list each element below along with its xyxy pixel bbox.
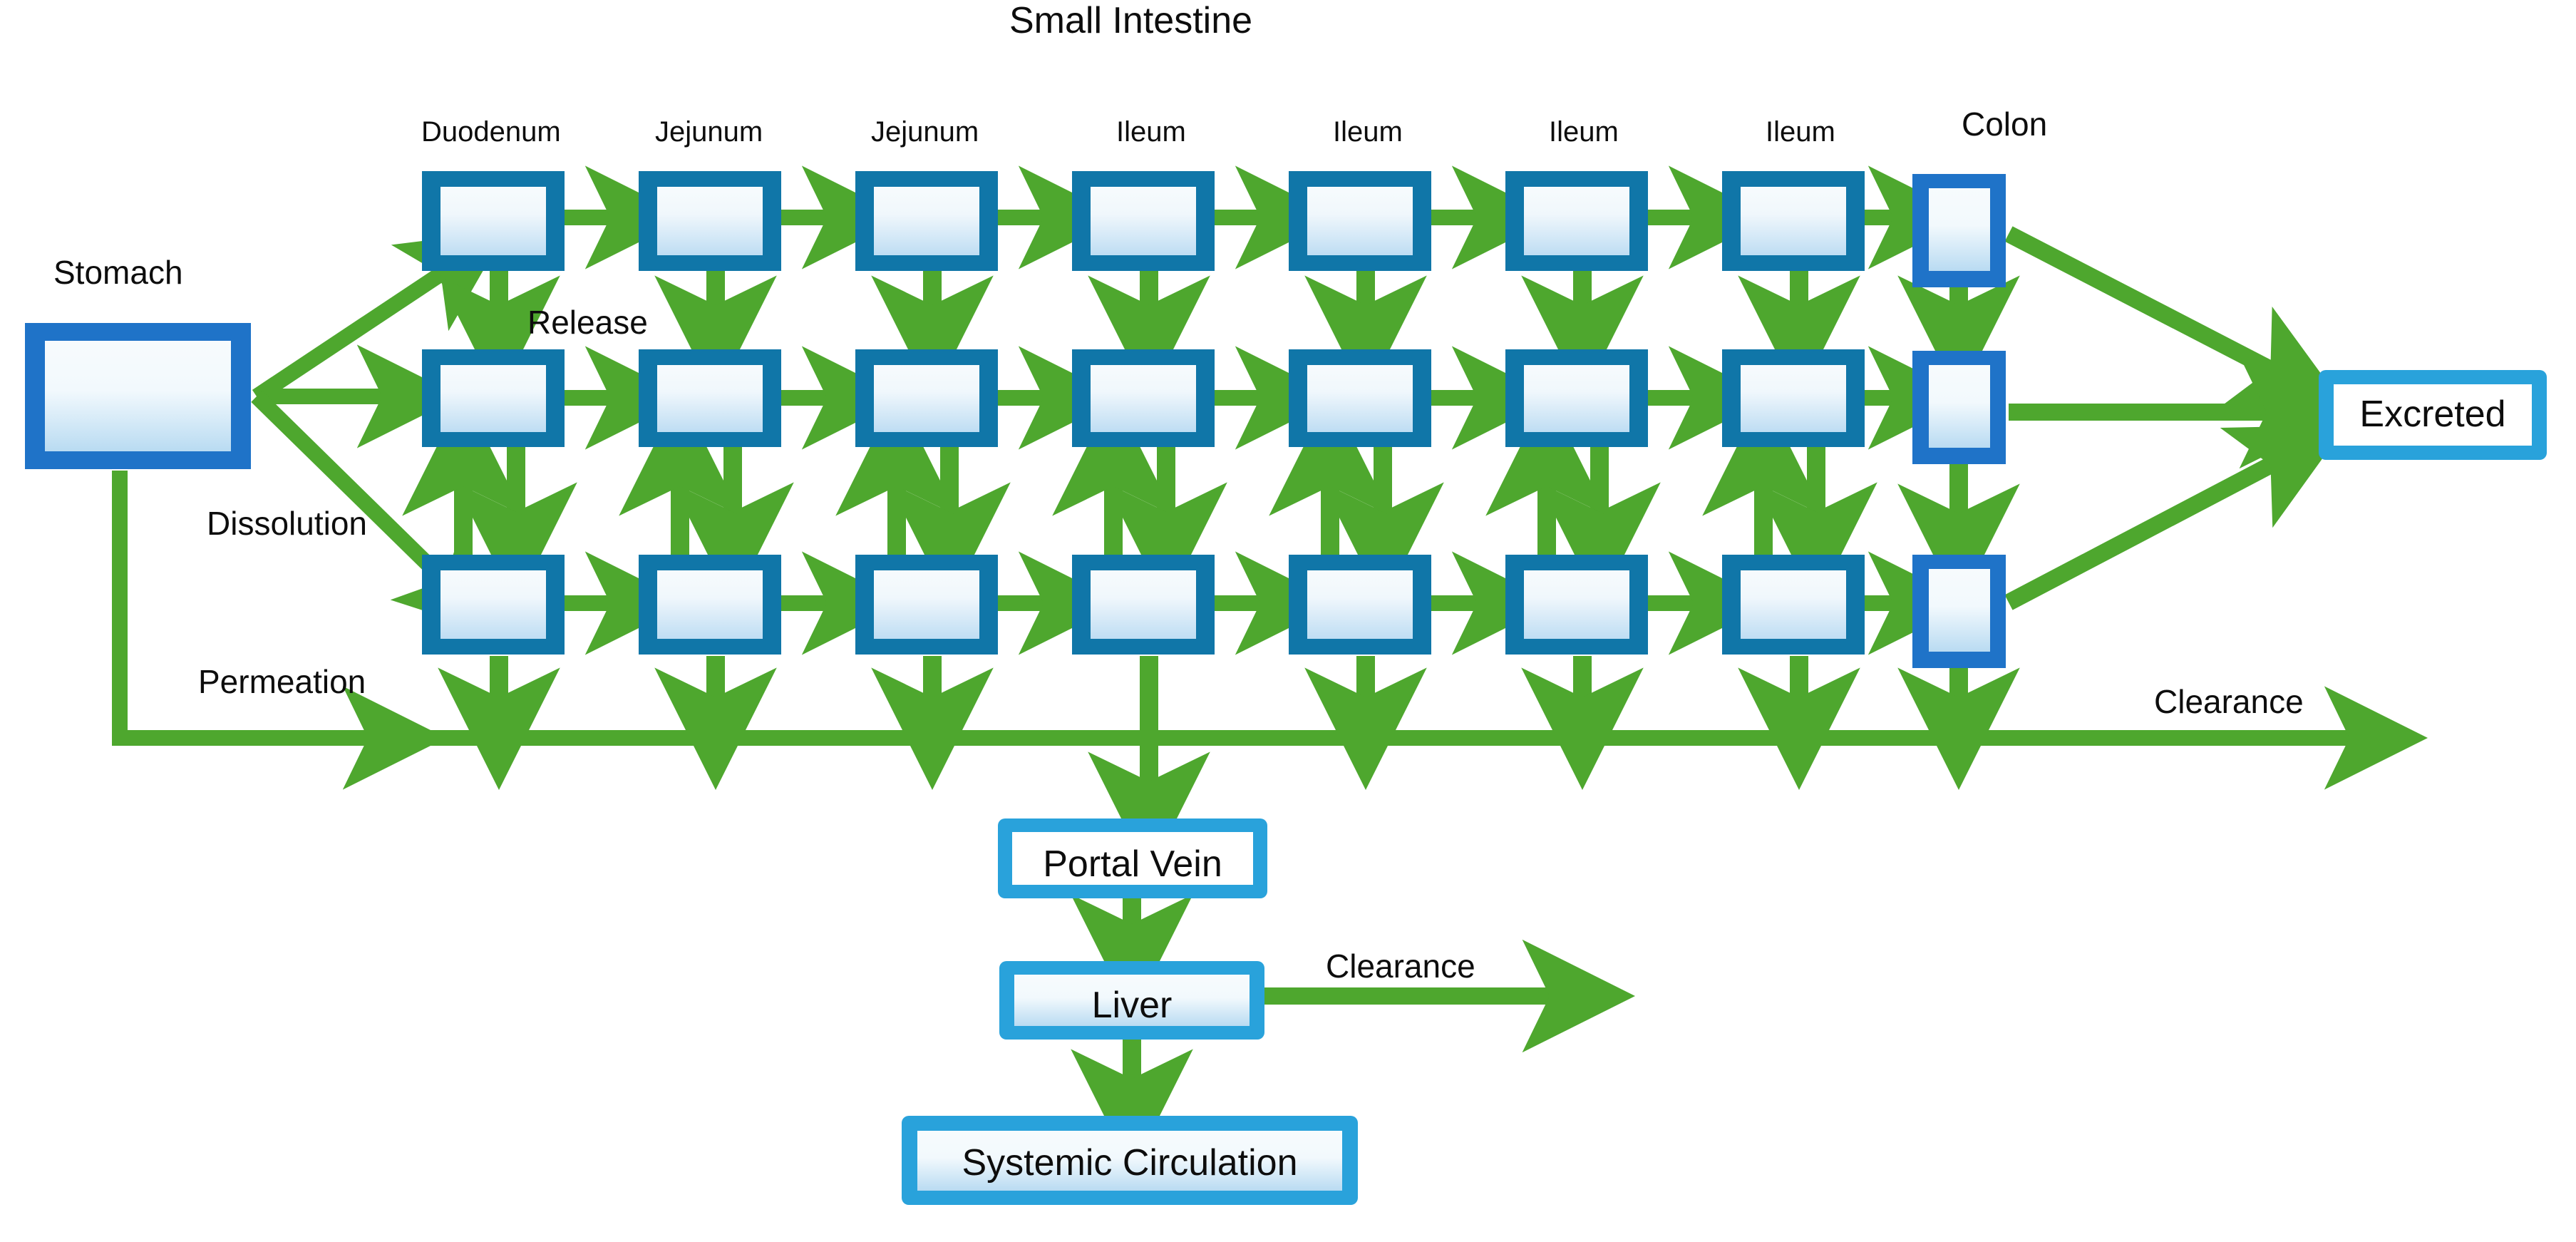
intestine-box-r2c7[interactable] bbox=[1722, 349, 1865, 447]
intestine-box-r1c6[interactable] bbox=[1505, 171, 1648, 271]
clearance-liver-label: Clearance bbox=[1326, 948, 1475, 985]
intestine-row-3 bbox=[422, 555, 1865, 655]
node-systemic-circulation[interactable]: Systemic Circulation bbox=[902, 1116, 1358, 1205]
compartment-label-0: Duodenum bbox=[421, 116, 561, 148]
small-intestine-heading: Small Intestine bbox=[1009, 0, 1252, 41]
dissolution-label: Dissolution bbox=[207, 505, 367, 542]
portal-vein-label: Portal Vein bbox=[1043, 843, 1222, 885]
intestine-box-r3c1[interactable] bbox=[422, 555, 565, 655]
release-label: Release bbox=[527, 304, 648, 341]
intestine-row-2 bbox=[422, 349, 1865, 447]
clearance-gut-label: Clearance bbox=[2154, 683, 2304, 720]
intestine-box-r2c5[interactable] bbox=[1289, 349, 1431, 447]
intestine-box-r3c4[interactable] bbox=[1072, 555, 1215, 655]
arrow-colon-row3-to-excreted bbox=[2004, 425, 2346, 610]
compartment-label-5: Ileum bbox=[1549, 116, 1619, 148]
colon-heading: Colon bbox=[1962, 106, 2047, 143]
intestine-box-r1c4[interactable] bbox=[1072, 171, 1215, 271]
intestine-box-r1c2[interactable] bbox=[639, 171, 781, 271]
permeation-label: Permeation bbox=[198, 663, 366, 700]
systemic-circulation-label: Systemic Circulation bbox=[962, 1142, 1297, 1184]
intestine-box-r3c7[interactable] bbox=[1722, 555, 1865, 655]
intestine-box-r3c2[interactable] bbox=[639, 555, 781, 655]
compartment-label-1: Jejunum bbox=[655, 116, 763, 148]
intestine-box-r3c5[interactable] bbox=[1289, 555, 1431, 655]
node-stomach[interactable] bbox=[25, 323, 251, 469]
compartment-label-2: Jejunum bbox=[871, 116, 979, 148]
intestine-box-r2c1[interactable] bbox=[422, 349, 565, 447]
excreted-label: Excreted bbox=[2359, 394, 2505, 435]
intestine-box-r3c6[interactable] bbox=[1505, 555, 1648, 655]
intestine-box-r1c5[interactable] bbox=[1289, 171, 1431, 271]
arrow-stomach-to-duodenum-row1 bbox=[252, 230, 506, 404]
colon-column bbox=[1912, 174, 2006, 668]
colon-box-row1[interactable] bbox=[1912, 174, 2006, 287]
intestine-box-r1c1[interactable] bbox=[422, 171, 565, 271]
stomach-label: Stomach bbox=[53, 254, 183, 291]
liver-label: Liver bbox=[1092, 985, 1173, 1026]
colon-box-row3[interactable] bbox=[1912, 555, 2006, 668]
intestine-box-r2c2[interactable] bbox=[639, 349, 781, 447]
intestine-box-r3c3[interactable] bbox=[855, 555, 998, 655]
compartment-label-4: Ileum bbox=[1333, 116, 1403, 148]
stomach-fill bbox=[45, 341, 231, 451]
intestine-box-r2c3[interactable] bbox=[855, 349, 998, 447]
intestine-box-r2c6[interactable] bbox=[1505, 349, 1648, 447]
arrow-colon-row1-to-excreted bbox=[2004, 226, 2346, 409]
node-portal-vein[interactable]: Portal Vein bbox=[998, 818, 1267, 898]
colon-box-row2[interactable] bbox=[1912, 351, 2006, 464]
compartment-label-3: Ileum bbox=[1116, 116, 1186, 148]
compartment-label-6: Ileum bbox=[1766, 116, 1835, 148]
intestine-box-r2c4[interactable] bbox=[1072, 349, 1215, 447]
node-liver[interactable]: Liver bbox=[999, 961, 1264, 1040]
node-excreted[interactable]: Excreted bbox=[2319, 370, 2547, 460]
intestine-box-r1c7[interactable] bbox=[1722, 171, 1865, 271]
intestine-box-r1c3[interactable] bbox=[855, 171, 998, 271]
intestine-row-1 bbox=[422, 171, 1865, 271]
